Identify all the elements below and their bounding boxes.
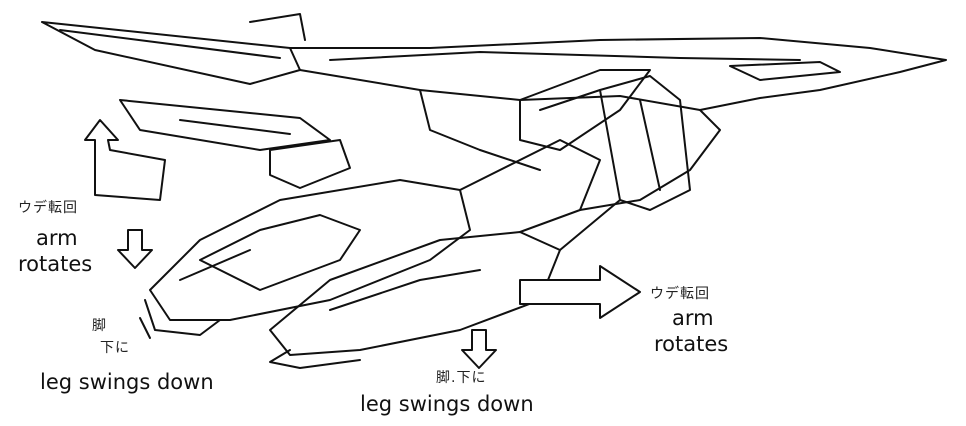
bottom-leg-jp-label: 脚.下に: [436, 370, 487, 386]
left-leg-label: leg swings down: [40, 370, 214, 394]
left-leg-jp-label-line2: 下に: [100, 340, 130, 356]
left-arm-label-line1: arm: [36, 226, 78, 250]
right-arm-jp-label: ウデ転回: [650, 286, 710, 302]
left-arm-label-line2: rotates: [18, 252, 93, 276]
right-arm-label-line2: rotates: [654, 332, 729, 356]
down-arrow-bottom: [461, 329, 497, 369]
right-arm-label-line1: arm: [672, 306, 714, 330]
down-arrow-left: [117, 229, 153, 269]
left-leg-jp-label-line1: 脚: [92, 318, 107, 334]
rotate-arrow-right: [519, 265, 641, 319]
left-arm-jp-label: ウデ転回: [18, 200, 78, 216]
rotate-arrow-left: [84, 119, 166, 201]
bottom-leg-label: leg swings down: [360, 392, 534, 416]
